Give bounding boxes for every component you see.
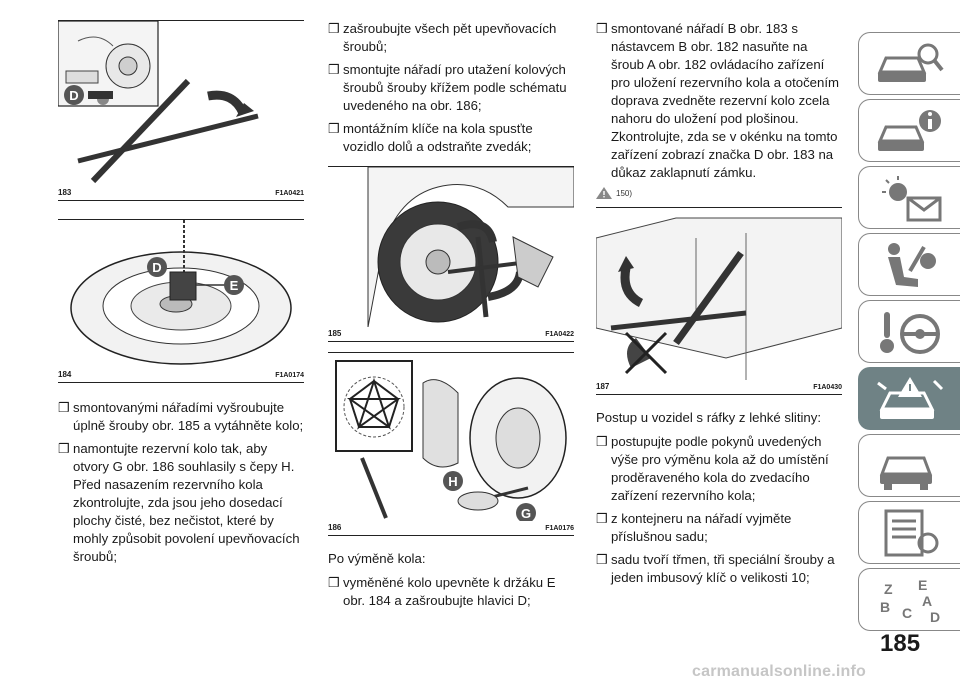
bullet-mark: ❒ [596,21,608,36]
list-item: ❒ smontujte nářadí pro utažení kolových … [328,61,574,115]
figure-number: 187 [596,382,610,391]
figure-label: D [69,88,78,103]
section-tabs: Z E A B C D [858,32,960,635]
list-item: ❒ montážním klíče na kola spusťte vozidl… [328,120,574,156]
tab-maintenance[interactable] [858,434,960,497]
bullet-mark: ❒ [596,511,608,526]
figure-label: D [152,260,161,275]
column-right: ❒ smontované nářadí B obr. 183 s nástavc… [596,20,842,592]
bullet-mark: ❒ [596,434,608,449]
car-info-icon [877,109,941,151]
list-item: ❒ z kontejneru na nářadí vyjměte přísluš… [596,510,842,546]
figure-caption: 183 F1A0421 [58,186,304,201]
figure-187: 187 F1A0430 [596,207,842,395]
specifications-list-icon [884,509,938,556]
bullet-text: sadu tvoří třmen, tři speciální šrouby a… [611,552,835,585]
list-item: ❒ zašroubujte všech pět upevňovacích šro… [328,20,574,56]
column-middle: ❒ zašroubujte všech pět upevňovacích šro… [328,20,574,615]
figure-183-illustration: D [58,21,259,184]
alphabet-index-icon: Z E A B C D [880,577,940,625]
bullet-mark: ❒ [328,575,340,590]
figure-186-illustration: H G [335,360,567,521]
figure-number: 183 [58,188,72,197]
bullet-mark: ❒ [596,552,608,567]
watermark: carmanualsonline.info [692,663,867,680]
paragraph: Po výměně kola: [328,551,426,566]
col1-bullets: ❒ smontovanými nářadími vyšroubujte úpln… [58,399,304,566]
figure-caption: 187 F1A0430 [596,380,842,395]
tab-warning-lights[interactable] [858,166,960,229]
figure-code: F1A0176 [545,525,574,532]
list-item: ❒ postupujte podle pokynů uvedených výše… [596,433,842,505]
figure-184-illustration: D E [70,220,292,365]
index-letter: E [918,577,927,593]
warning-lights-icon [881,175,941,221]
warning-triangle-icon [596,187,612,199]
bullet-mark: ❒ [328,62,340,77]
bullet-text: smontujte nářadí pro utažení kolových šr… [343,62,567,113]
steering-key-icon [879,311,940,354]
tab-car-search[interactable] [858,32,960,95]
index-letter: B [880,599,890,615]
note-text: 150) [616,188,633,198]
car-maintenance-icon [879,456,932,490]
figure-label: H [448,474,457,489]
tab-technical-data[interactable] [858,501,960,564]
warning-note: 150) [596,187,842,199]
list-item: ❒ smontované nářadí B obr. 183 s nástavc… [596,20,842,182]
col2-bullets-top: ❒ zašroubujte všech pět upevňovacích šro… [328,20,574,156]
index-letter: Z [884,581,893,597]
tab-index[interactable]: Z E A B C D [858,568,960,631]
bullet-text: vyměněné kolo upevněte k držáku E obr. 1… [343,575,556,608]
tab-emergency[interactable] [858,367,960,430]
figure-caption: 184 F1A0174 [58,368,304,383]
bullet-text: zašroubujte všech pět upevňovacích šroub… [343,21,557,54]
index-letter: C [902,605,912,621]
figure-label: E [230,278,239,293]
figure-caption: 186 F1A0176 [328,521,574,536]
figure-number: 186 [328,523,342,532]
list-item: ❒ vyměněné kolo upevněte k držáku E obr.… [328,574,574,610]
car-search-icon [877,43,944,82]
bullet-text: z kontejneru na nářadí vyjměte příslušno… [611,511,792,544]
figure-code: F1A0430 [813,384,842,391]
list-item: ❒ namontujte rezervní kolo tak, aby otvo… [58,440,304,566]
index-letter: D [930,609,940,625]
figure-185: 185 F1A0422 [328,166,574,342]
figure-187-illustration [596,208,842,380]
figure-185-illustration [367,167,574,327]
car-breakdown-icon [876,376,943,419]
bullet-mark: ❒ [58,400,70,415]
paragraph: Postup u vozidel s ráfky z lehké slitiny… [596,410,822,425]
bullet-mark: ❒ [328,21,340,36]
figure-label: G [521,506,531,521]
bullet-text: postupujte podle pokynů uvedených výše p… [611,434,829,503]
tab-car-info[interactable] [858,99,960,162]
figure-184: D E 184 F1A0174 [58,219,304,383]
bullet-text: montážním klíče na kola spusťte vozidlo … [343,121,533,154]
figure-code: F1A0174 [275,372,304,379]
bullet-text: namontujte rezervní kolo tak, aby otvory… [73,441,300,564]
figure-number: 184 [58,370,72,379]
tab-starting-driving[interactable] [858,300,960,363]
tab-safety[interactable] [858,233,960,296]
figure-186: H G 186 F1A0176 [328,352,574,536]
bullet-text: smontované nářadí B obr. 183 s nástavcem… [611,21,839,180]
figure-code: F1A0422 [545,331,574,338]
column-left: D 183 F1A0421 D E 184 F1A0174 ❒ smo [58,20,304,571]
bullet-text: smontovanými nářadími vyšroubujte úplně … [73,400,304,433]
figure-code: F1A0421 [275,190,304,197]
figure-183: D 183 F1A0421 [58,20,304,201]
airbag-seat-icon [887,242,936,287]
figure-caption: 185 F1A0422 [328,327,574,342]
page-number: 185 [880,630,921,657]
label-badge [64,85,84,105]
figure-number: 185 [328,329,342,338]
bullet-mark: ❒ [58,441,70,456]
index-letter: A [922,593,932,609]
list-item: ❒ sadu tvoří třmen, tři speciální šrouby… [596,551,842,587]
list-item: ❒ smontovanými nářadími vyšroubujte úpln… [58,399,304,435]
bullet-mark: ❒ [328,121,340,136]
